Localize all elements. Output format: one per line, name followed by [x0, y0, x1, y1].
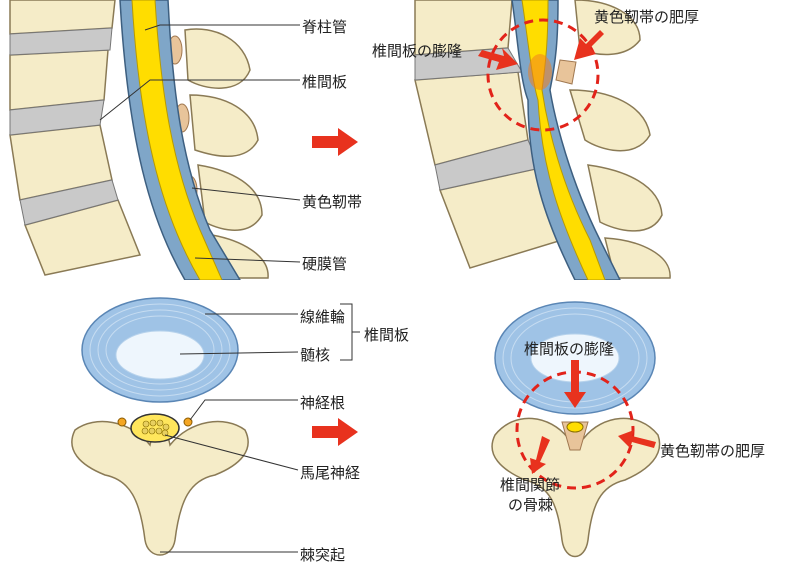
vertebral-bodies — [414, 0, 563, 269]
compression-glow — [528, 54, 552, 90]
label-spinal-canal: 脊柱管 — [302, 18, 348, 36]
label-disc-group: 椎間板 — [364, 326, 410, 344]
label-nerve-root: 神経根 — [300, 394, 346, 412]
osteophyte-arrow-icon — [530, 436, 550, 474]
ligament-arrow-icon — [618, 430, 656, 448]
axial-normal-panel: 線維輪 髄核 椎間板 神経根 馬尾神経 棘突起 — [0, 290, 409, 568]
label-nucleus: 髄核 — [300, 346, 331, 364]
label-lf-thickening-top: 黄色靭帯の肥厚 — [594, 8, 700, 26]
leader-lines — [160, 303, 360, 553]
arrow-bottom-icon — [312, 418, 358, 446]
sagittal-stenosis-figure — [414, 0, 671, 281]
label-annulus: 線維輪 — [300, 308, 346, 326]
vertebral-bodies — [9, 0, 142, 276]
disc-bulge-arrow-icon — [564, 360, 586, 408]
annulus-rings — [89, 303, 231, 397]
label-dura: 硬膜管 — [302, 255, 348, 273]
label-cauda-equina: 馬尾神経 — [300, 464, 361, 482]
label-disc-bulge-bottom: 椎間板の膨隆 — [524, 340, 615, 358]
label-ligamentum-flavum: 黄色靭帯 — [302, 193, 363, 211]
nerve-root-left — [117, 417, 127, 427]
stenosis-highlight-circle — [486, 18, 600, 132]
leader-lines — [99, 24, 301, 263]
cauda-equina-sac — [130, 413, 180, 443]
label-facet-osteophyte-2: の骨棘 — [508, 496, 554, 514]
thickened-ligament — [555, 59, 577, 85]
label-spinous-process: 棘突起 — [300, 546, 346, 564]
compressed-cauda — [566, 421, 584, 433]
label-disc-bulge-top: 椎間板の膨隆 — [372, 42, 463, 60]
axial-normal-figure — [71, 297, 360, 556]
label-facet-osteophyte-1: 椎間関節 — [500, 476, 561, 494]
axial-stenosis-panel: 椎間板の膨隆 黄色靭帯の肥厚 椎間関節 の骨棘 — [400, 290, 800, 568]
ligament-arrow-icon — [574, 30, 604, 60]
label-lf-thickening-bottom: 黄色靭帯の肥厚 — [660, 442, 766, 460]
sagittal-normal-panel: 脊柱管 椎間板 黄色靭帯 硬膜管 — [0, 0, 380, 281]
sagittal-stenosis-panel: 椎間板の膨隆 黄色靭帯の肥厚 — [372, 0, 800, 281]
label-disc: 椎間板 — [302, 73, 348, 91]
nerve-rootlets — [141, 419, 170, 437]
axial-stenosis-figure — [491, 301, 661, 558]
disc-bulge-arrow-icon — [478, 48, 518, 70]
arrow-top-icon — [312, 128, 358, 156]
nucleus-pulposus — [115, 330, 205, 380]
intervertebral-discs — [9, 27, 119, 226]
